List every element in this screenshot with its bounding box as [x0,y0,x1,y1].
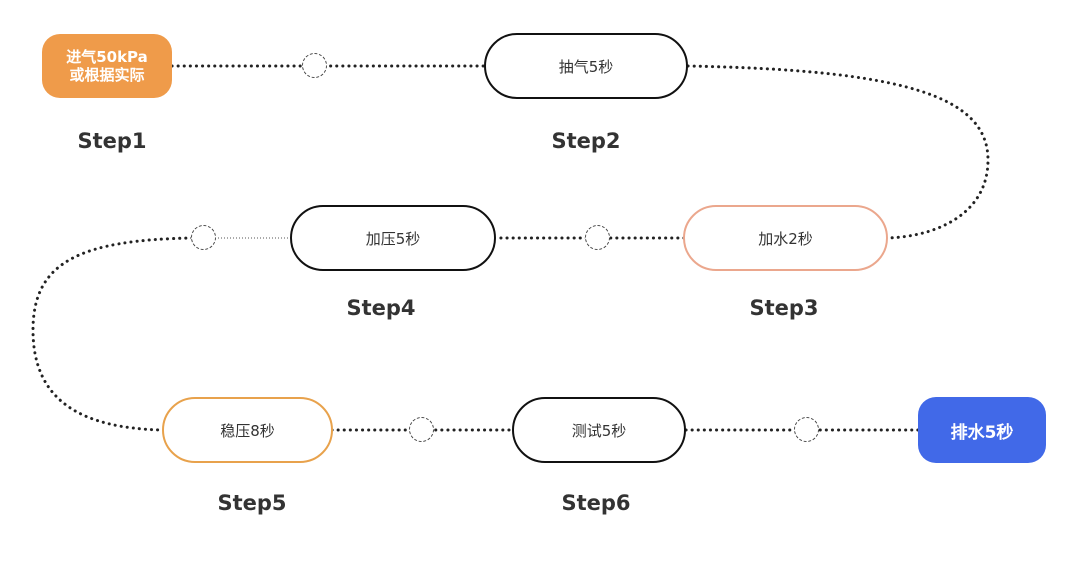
water-node-label: 加水2秒 [758,229,813,248]
step-label-2: Step2 [551,129,621,153]
drain-node: 排水5秒 [918,397,1046,463]
test-node-label: 测试5秒 [571,421,627,440]
junction-circle-3 [191,225,216,250]
pump-node-label: 抽气5秒 [558,57,614,76]
pressurize-node: 加压5秒 [290,205,496,271]
pump-node: 抽气5秒 [484,33,688,99]
step-label-5: Step5 [217,491,287,515]
step-label-4: Step4 [346,296,416,320]
junction-circle-4 [409,417,434,442]
connector-pressurize-loop [31,236,194,432]
stabilize-node-label: 稳压8秒 [220,421,275,440]
junction-circle-1 [302,53,327,78]
junction-circle-5 [794,417,819,442]
step-label-3: Step3 [749,296,819,320]
step-label-6: Step6 [561,491,631,515]
start-node-line1: 进气50kPa [66,48,148,66]
start-node-line2: 或根据实际 [69,66,145,84]
junction-circle-2 [585,225,610,250]
test-node: 测试5秒 [512,397,686,463]
step-label-1: Step1 [77,129,147,153]
stabilize-node: 稳压8秒 [162,397,333,463]
drain-node-label: 排水5秒 [950,422,1014,443]
pressurize-node-label: 加压5秒 [365,229,421,248]
connector-pump-water [686,64,990,240]
start-node: 进气50kPa 或根据实际 [42,34,172,98]
water-node: 加水2秒 [683,205,888,271]
